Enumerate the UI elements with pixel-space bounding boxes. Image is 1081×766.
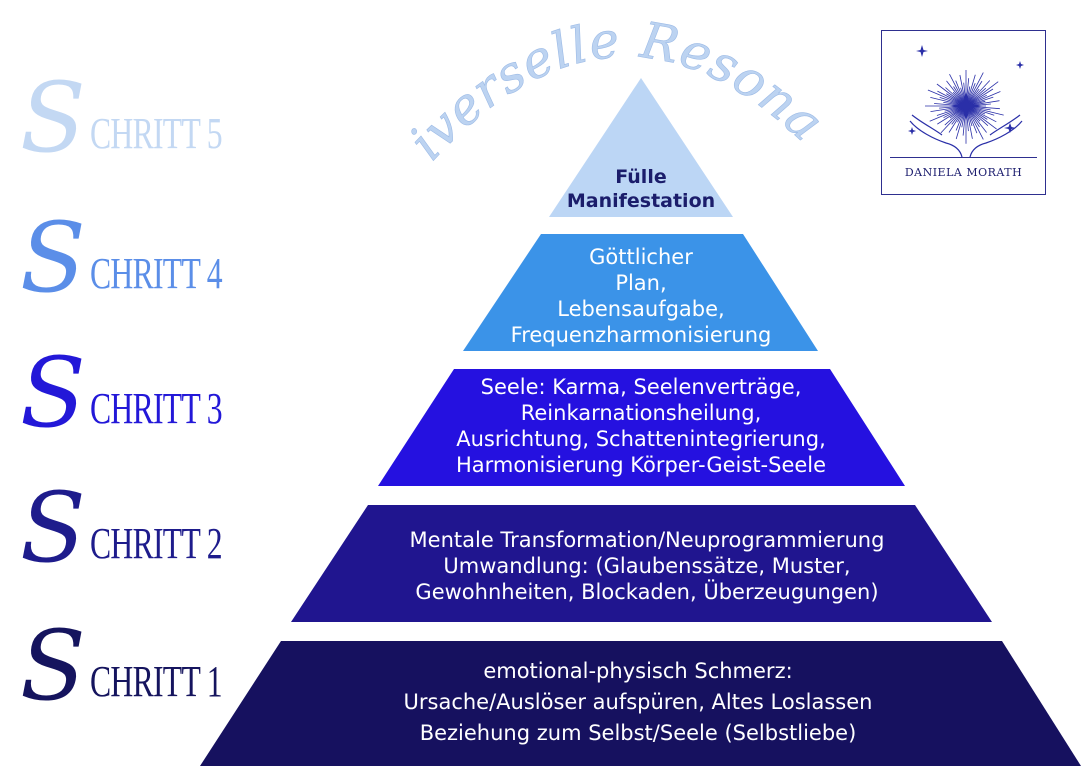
tier-2-shape <box>291 505 992 622</box>
tier-1-line: emotional-physisch Schmerz: <box>483 659 793 683</box>
step-2-initial: S <box>20 472 86 584</box>
step-label-2: S CHRITT 2 <box>20 480 260 580</box>
tier-4-line: Lebensaufgabe, <box>557 297 725 321</box>
tier-5-line: Fülle <box>615 166 667 188</box>
step-1-text: CHRITT 1 <box>90 657 223 706</box>
step-label-3: S CHRITT 3 <box>20 345 260 445</box>
step-2-text: CHRITT 2 <box>90 519 223 568</box>
tier-3-line: Reinkarnationsheilung, <box>520 401 762 425</box>
starburst-hands-icon <box>908 45 1024 158</box>
step-4-text: CHRITT 4 <box>90 249 223 298</box>
tier-1-line: Ursache/Auslöser aufspüren, Altes Loslas… <box>403 690 873 714</box>
step-3-text: CHRITT 3 <box>90 384 223 433</box>
tier-5-line: Manifestation <box>566 190 716 212</box>
tier-3-shape <box>378 369 905 486</box>
tier-1-text: emotional-physisch Schmerz: Ursache/Ausl… <box>318 656 958 749</box>
step-5-text: CHRITT 5 <box>90 109 223 158</box>
tier-2-text: Mentale Transformation/Neuprogrammierung… <box>337 527 957 605</box>
step-label-4: S CHRITT 4 <box>20 210 260 310</box>
tier-3-line: Seele: Karma, Seelenverträge, <box>480 375 802 399</box>
tier-4-text: Göttlicher Plan, Lebensaufgabe, Frequenz… <box>441 244 841 348</box>
tier-5-shape <box>549 78 733 217</box>
tier-3-text: Seele: Karma, Seelenverträge, Reinkarnat… <box>391 374 891 478</box>
tier-2-line: Umwandlung: (Glaubenssätze, Muster, <box>443 554 851 578</box>
tier-3-line: Harmonisierung Körper-Geist-Seele <box>455 453 827 477</box>
tier-4-line: Plan, <box>615 271 667 295</box>
brand-name: DANIELA MORATH <box>890 157 1037 186</box>
tier-4-line: Göttlicher <box>589 245 693 269</box>
tier-4-shape <box>463 234 818 351</box>
brand-logo: DANIELA MORATH <box>881 30 1046 195</box>
step-3-initial: S <box>20 337 86 449</box>
step-label-5: S CHRITT 5 <box>20 70 260 170</box>
tier-1-shape <box>200 641 1081 766</box>
step-1-initial: S <box>20 610 86 722</box>
tier-3-line: Ausrichtung, Schattenintegrierung, <box>456 427 826 451</box>
tier-5-text: Fülle Manifestation <box>541 165 741 213</box>
step-4-initial: S <box>20 202 86 314</box>
tier-4-line: Frequenzharmonisierung <box>510 323 772 347</box>
step-5-initial: S <box>20 62 86 174</box>
step-label-1: S CHRITT 1 <box>20 618 260 718</box>
tier-1-line: Beziehung zum Selbst/Seele (Selbstliebe) <box>419 721 857 745</box>
tier-2-line: Mentale Transformation/Neuprogrammierung <box>409 528 885 552</box>
tier-2-line: Gewohnheiten, Blockaden, Überzeugungen) <box>415 580 879 604</box>
